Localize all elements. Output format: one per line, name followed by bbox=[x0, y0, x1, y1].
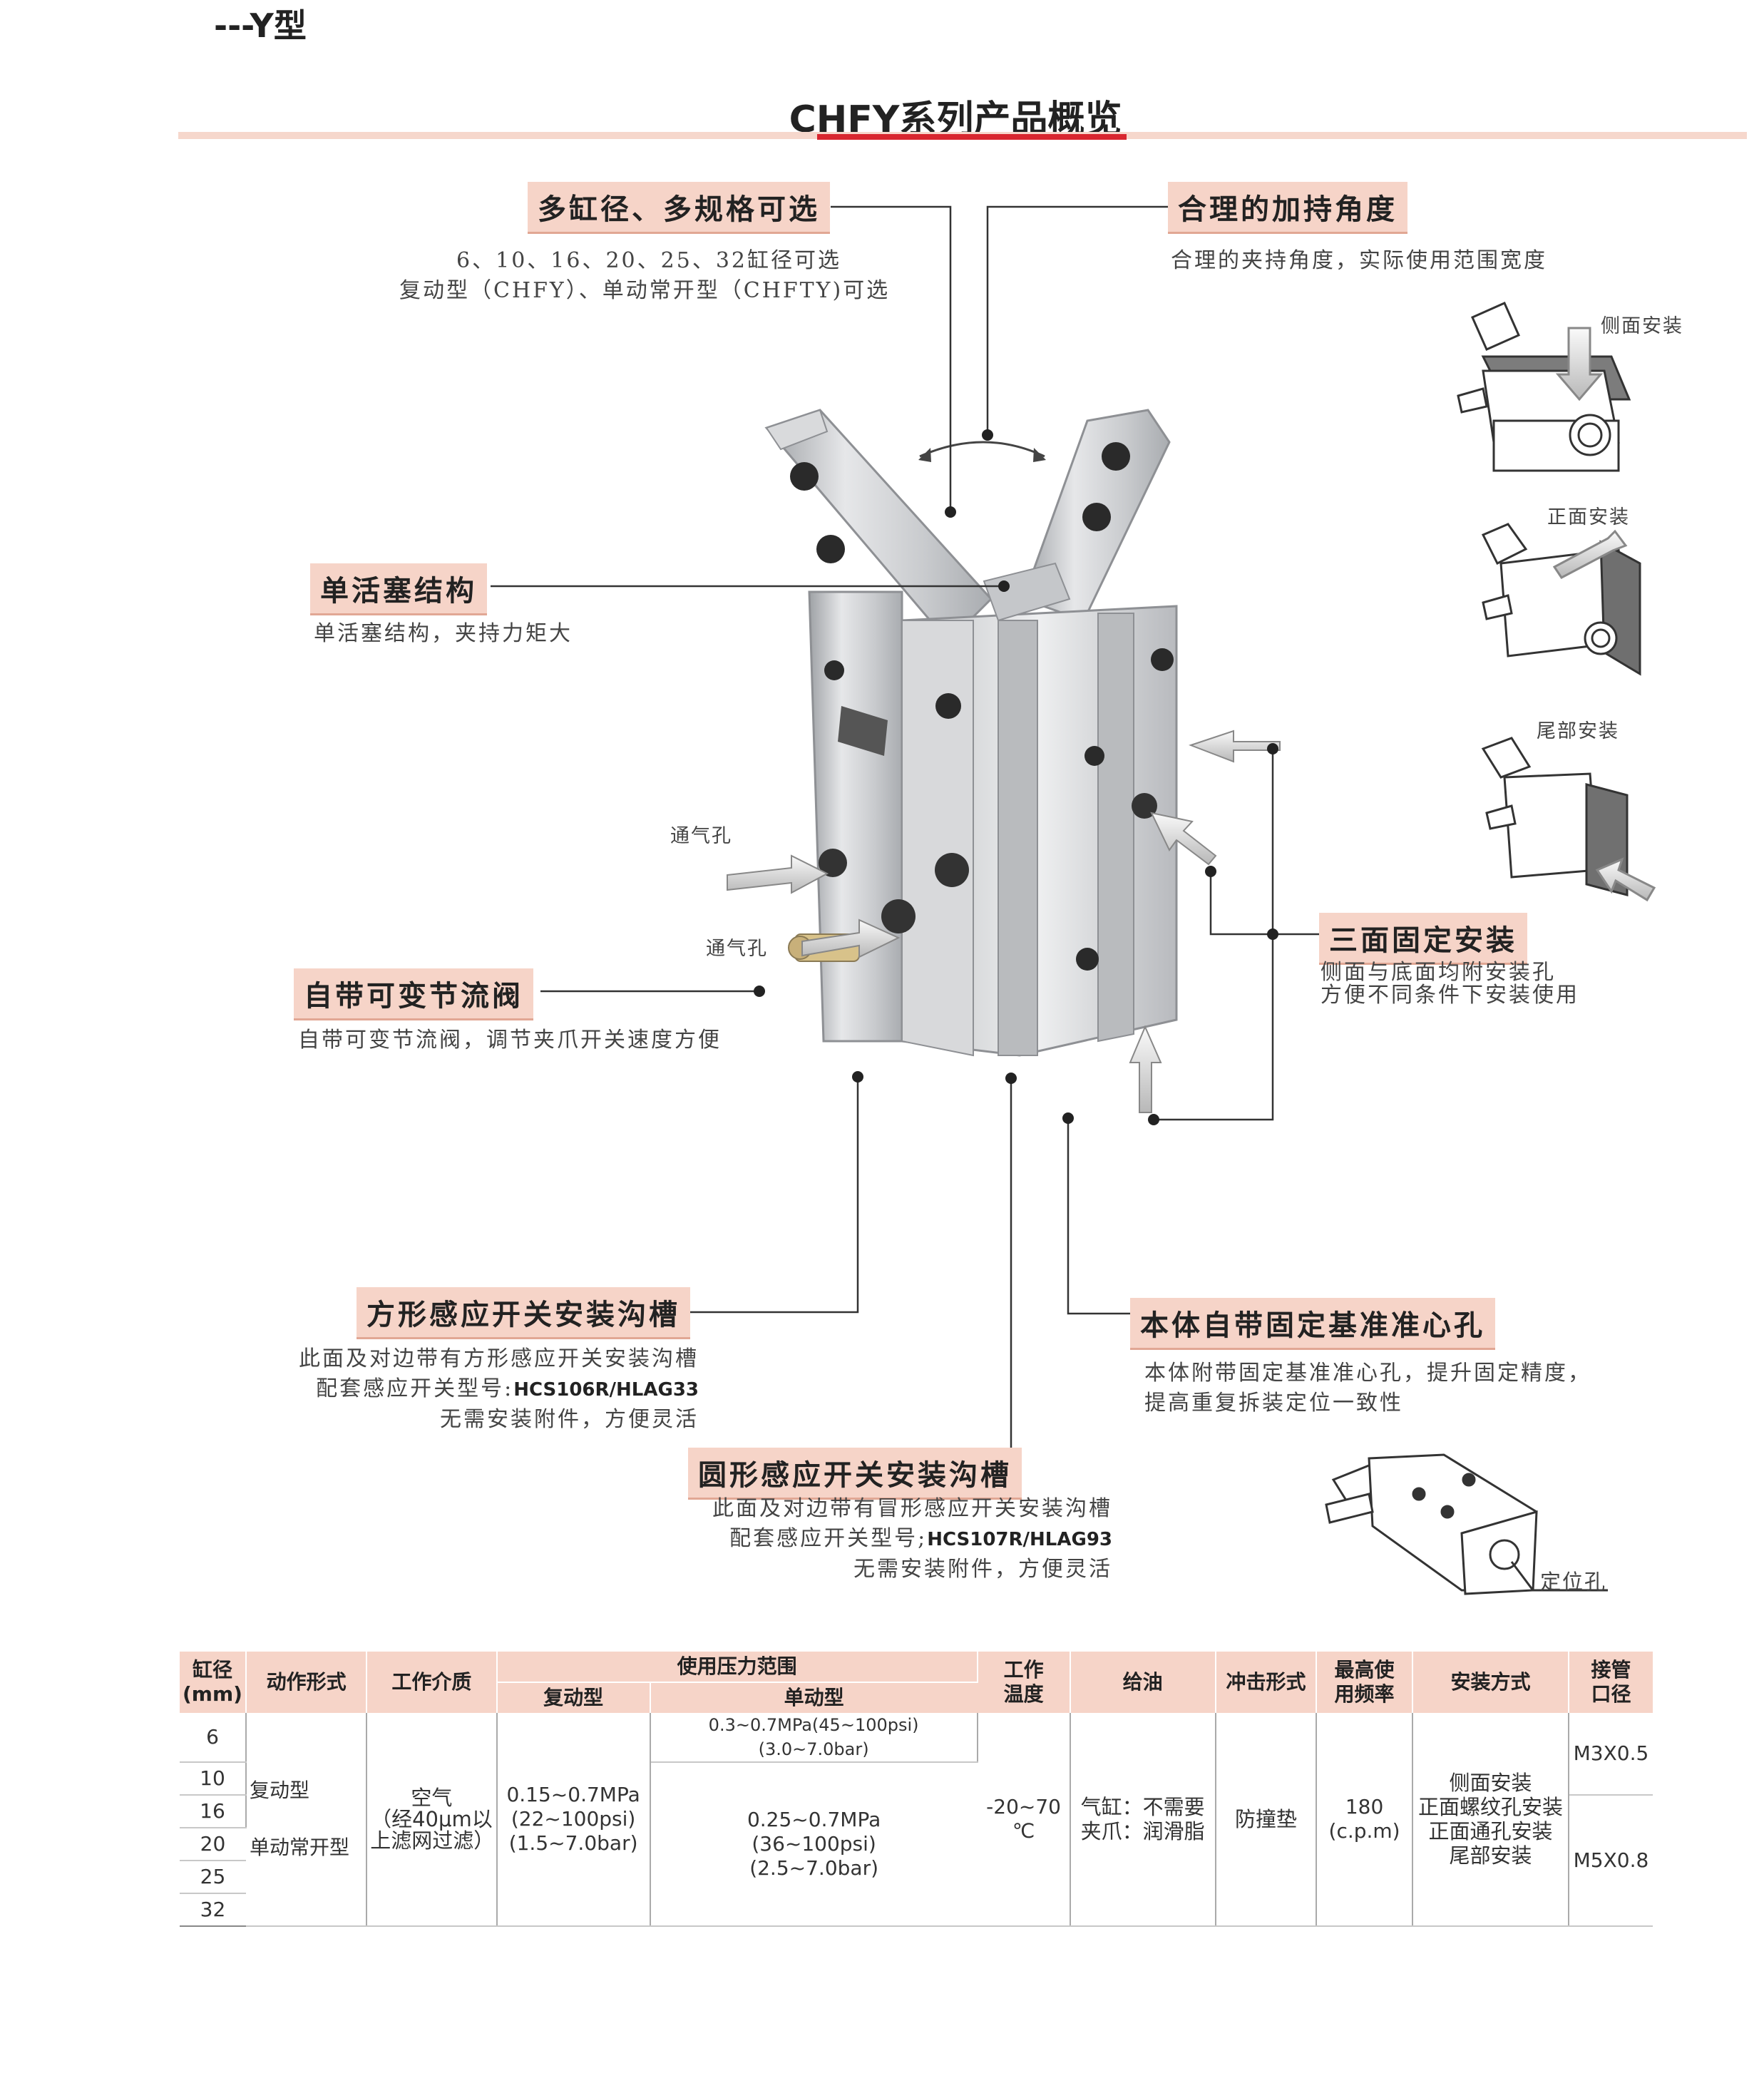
th-bore: 缸径 (mm) bbox=[180, 1652, 247, 1713]
action-double: 复动型 bbox=[249, 1779, 309, 1802]
desc-round-groove-line-2: 配套感应开关型号;HCS107R/HLAG93 bbox=[585, 1524, 1112, 1555]
front-mount-illustration bbox=[1481, 523, 1641, 676]
action-single: 单动常开型 bbox=[249, 1836, 349, 1859]
front-mount-label: 正面安装 bbox=[1547, 506, 1630, 528]
th-medium: 工作介质 bbox=[366, 1652, 498, 1713]
bore-cell: 10 bbox=[180, 1762, 247, 1796]
desc-square-groove-line-3: 无需安装附件，方便灵活 bbox=[440, 1407, 699, 1432]
desc-round-groove-line-1: 此面及对边带有冒形感应开关安装沟槽 bbox=[712, 1496, 1112, 1521]
tail-mount-label: 尾部安装 bbox=[1537, 720, 1619, 742]
temp-cell: -20~70 ℃ bbox=[977, 1713, 1071, 1927]
callout-round-groove: 圆形感应开关安装沟槽 bbox=[688, 1448, 1022, 1500]
callout-angle: 合理的加持角度 bbox=[1168, 182, 1407, 234]
callout-bore: 多缸径、多规格可选 bbox=[528, 182, 830, 234]
desc-bore: 6、10、16、20、25、32缸径可选 复动型（CHFY）、单动常开型（CHF… bbox=[399, 246, 891, 306]
port-small-cell: M3X0.5 bbox=[1568, 1713, 1653, 1796]
corner-title: ---Y型 bbox=[214, 6, 307, 45]
th-temp: 工作 温度 bbox=[977, 1652, 1071, 1713]
th-port: 接管 口径 bbox=[1568, 1652, 1653, 1713]
callout-square-groove: 方形感应开关安装沟槽 bbox=[357, 1287, 690, 1339]
lube-cell: 气缸：不需要 夹爪：润滑脂 bbox=[1070, 1713, 1216, 1927]
desc-round-groove: 此面及对边带有冒形感应开关安装沟槽 配套感应开关型号;HCS107R/HLAG9… bbox=[585, 1494, 1112, 1585]
th-lube: 给油 bbox=[1070, 1652, 1216, 1713]
bore-cell: 32 bbox=[180, 1893, 246, 1927]
th-action: 动作形式 bbox=[245, 1652, 368, 1713]
desc-square-groove: 此面及对边带有方形感应开关安装沟槽 配套感应开关型号:HCS106R/HLAG3… bbox=[271, 1344, 699, 1435]
th-double: 复动型 bbox=[496, 1682, 651, 1713]
bore-cell: 16 bbox=[180, 1795, 247, 1828]
desc-square-groove-line-1: 此面及对边带有方形感应开关安装沟槽 bbox=[299, 1346, 699, 1371]
desc-datum: 本体附带固定基准准心孔，提升固定精度， 提高重复拆装定位一致性 bbox=[1144, 1358, 1591, 1418]
th-mounting: 安装方式 bbox=[1412, 1652, 1569, 1713]
desc-piston: 单活塞结构，夹持力矩大 bbox=[314, 621, 573, 646]
callout-datum: 本体自带固定基准准心孔 bbox=[1130, 1298, 1495, 1350]
th-single: 单动型 bbox=[650, 1682, 978, 1713]
square-groove-model: HCS106R/HLAG33 bbox=[513, 1379, 699, 1401]
th-freq: 最高使 用频率 bbox=[1316, 1652, 1413, 1713]
callout-valve: 自带可变节流阀 bbox=[294, 968, 533, 1020]
desc-datum-line-1: 本体附带固定基准准心孔，提升固定精度， bbox=[1144, 1361, 1591, 1386]
desc-mount-line-2: 方便不同条件下安装使用 bbox=[1321, 983, 1579, 1008]
single-pressure-small-cell: 0.3~0.7MPa(45~100psi)(3.0~7.0bar) bbox=[650, 1713, 978, 1763]
desc-datum-line-2: 提高重复拆装定位一致性 bbox=[1144, 1391, 1403, 1416]
side-mount-label: 侧面安装 bbox=[1601, 315, 1683, 337]
round-groove-model: HCS107R/HLAG93 bbox=[927, 1529, 1112, 1550]
freq-cell: 180 (c.p.m) bbox=[1316, 1713, 1413, 1927]
bore-cell: 20 bbox=[180, 1828, 246, 1861]
square-groove-model-prefix: 配套感应开关型号: bbox=[316, 1376, 514, 1401]
desc-bore-line-2: 复动型（CHFY）、单动常开型（CHFTY)可选 bbox=[399, 278, 891, 303]
right-jaw bbox=[1022, 409, 1171, 622]
desc-mount: 侧面与底面均附安装孔 方便不同条件下安装使用 bbox=[1321, 961, 1579, 1007]
th-cushion: 冲击形式 bbox=[1215, 1652, 1318, 1713]
th-pressure: 使用压力范围 bbox=[496, 1652, 978, 1682]
desc-square-groove-line-2: 配套感应开关型号:HCS106R/HLAG33 bbox=[271, 1374, 699, 1405]
bore-cell: 6 bbox=[180, 1713, 247, 1763]
single-pressure-large-cell: 0.25~0.7MPa (36~100psi) (2.5~7.0bar) bbox=[650, 1762, 978, 1927]
left-jaw bbox=[764, 409, 993, 644]
cushion-cell: 防撞垫 bbox=[1215, 1713, 1318, 1927]
spec-table: 缸径 (mm) 动作形式 工作介质 使用压力范围 工作 温度 给油 冲击形式 最… bbox=[180, 1652, 1653, 1927]
mounting-cell: 侧面安装 正面螺纹孔安装 正面通孔安装 尾部安装 bbox=[1412, 1713, 1569, 1927]
double-pressure-cell: 0.15~0.7MPa (22~100psi) (1.5~7.0bar) bbox=[496, 1713, 651, 1927]
vent-label-1: 通气孔 bbox=[670, 825, 732, 847]
desc-angle: 合理的夹持角度，实际使用范围宽度 bbox=[1171, 248, 1547, 273]
port-large-cell: M5X0.8 bbox=[1568, 1795, 1653, 1927]
title-rule-accent bbox=[817, 134, 1127, 140]
tail-mount-illustration bbox=[1481, 737, 1656, 902]
gripper-body bbox=[788, 562, 1178, 1057]
action-cell: 复动型 单动常开型 bbox=[245, 1713, 368, 1927]
callout-mount: 三面固定安装 bbox=[1319, 913, 1527, 965]
desc-mount-line-1: 侧面与底面均附安装孔 bbox=[1321, 960, 1556, 985]
locating-hole-label: 定位孔 bbox=[1540, 1570, 1607, 1594]
round-groove-model-prefix: 配套感应开关型号; bbox=[729, 1526, 928, 1551]
desc-valve: 自带可变节流阀，调节夹爪开关速度方便 bbox=[298, 1028, 722, 1053]
vent-label-2: 通气孔 bbox=[706, 938, 768, 960]
medium-cell: 空气 （经40μm以 上滤网过滤） bbox=[366, 1713, 498, 1927]
desc-round-groove-line-3: 无需安装附件，方便灵活 bbox=[853, 1557, 1112, 1582]
desc-bore-line-1: 6、10、16、20、25、32缸径可选 bbox=[456, 248, 841, 273]
callout-piston: 单活塞结构 bbox=[310, 563, 487, 615]
bore-cell: 25 bbox=[180, 1861, 246, 1894]
